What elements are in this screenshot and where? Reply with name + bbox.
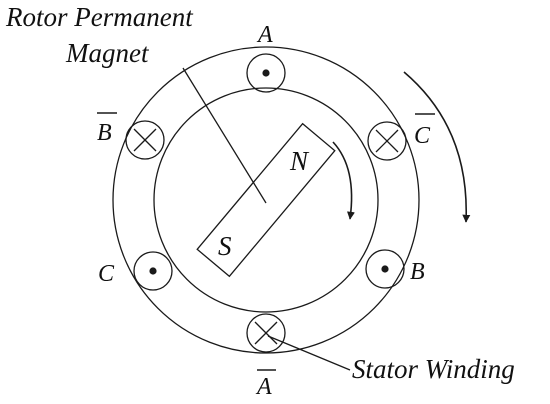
winding-a-label: A xyxy=(256,22,273,48)
stator-outer-ring xyxy=(112,46,420,354)
pole-north-label: N xyxy=(289,146,310,176)
winding-c-bar-label: C xyxy=(414,123,431,149)
field-rotation-arrow xyxy=(403,71,471,223)
rotor-magnet-label-line1: Rotor Permanent xyxy=(5,2,194,32)
rotor-magnet xyxy=(196,122,336,278)
rotor-rotation-arrow xyxy=(332,141,355,220)
pole-south-label: S xyxy=(218,231,232,261)
winding-c-bar xyxy=(367,121,407,161)
stator-winding-label: Stator Winding xyxy=(352,354,515,384)
winding-c-label: C xyxy=(98,261,115,287)
rotor-magnet-leader-line xyxy=(182,67,267,204)
stator-inner-ring xyxy=(153,87,379,313)
winding-a-bar xyxy=(246,313,286,353)
winding-a xyxy=(246,53,286,93)
rotor-magnet-label-line2: Magnet xyxy=(65,38,150,68)
winding-c xyxy=(133,251,173,291)
stator-winding-leader-line xyxy=(267,335,351,371)
winding-b-bar-label: B xyxy=(97,120,112,146)
winding-b-bar xyxy=(125,120,165,160)
winding-b-label: B xyxy=(410,259,425,285)
winding-b xyxy=(365,249,405,289)
winding-a-bar-label: A xyxy=(255,374,272,400)
